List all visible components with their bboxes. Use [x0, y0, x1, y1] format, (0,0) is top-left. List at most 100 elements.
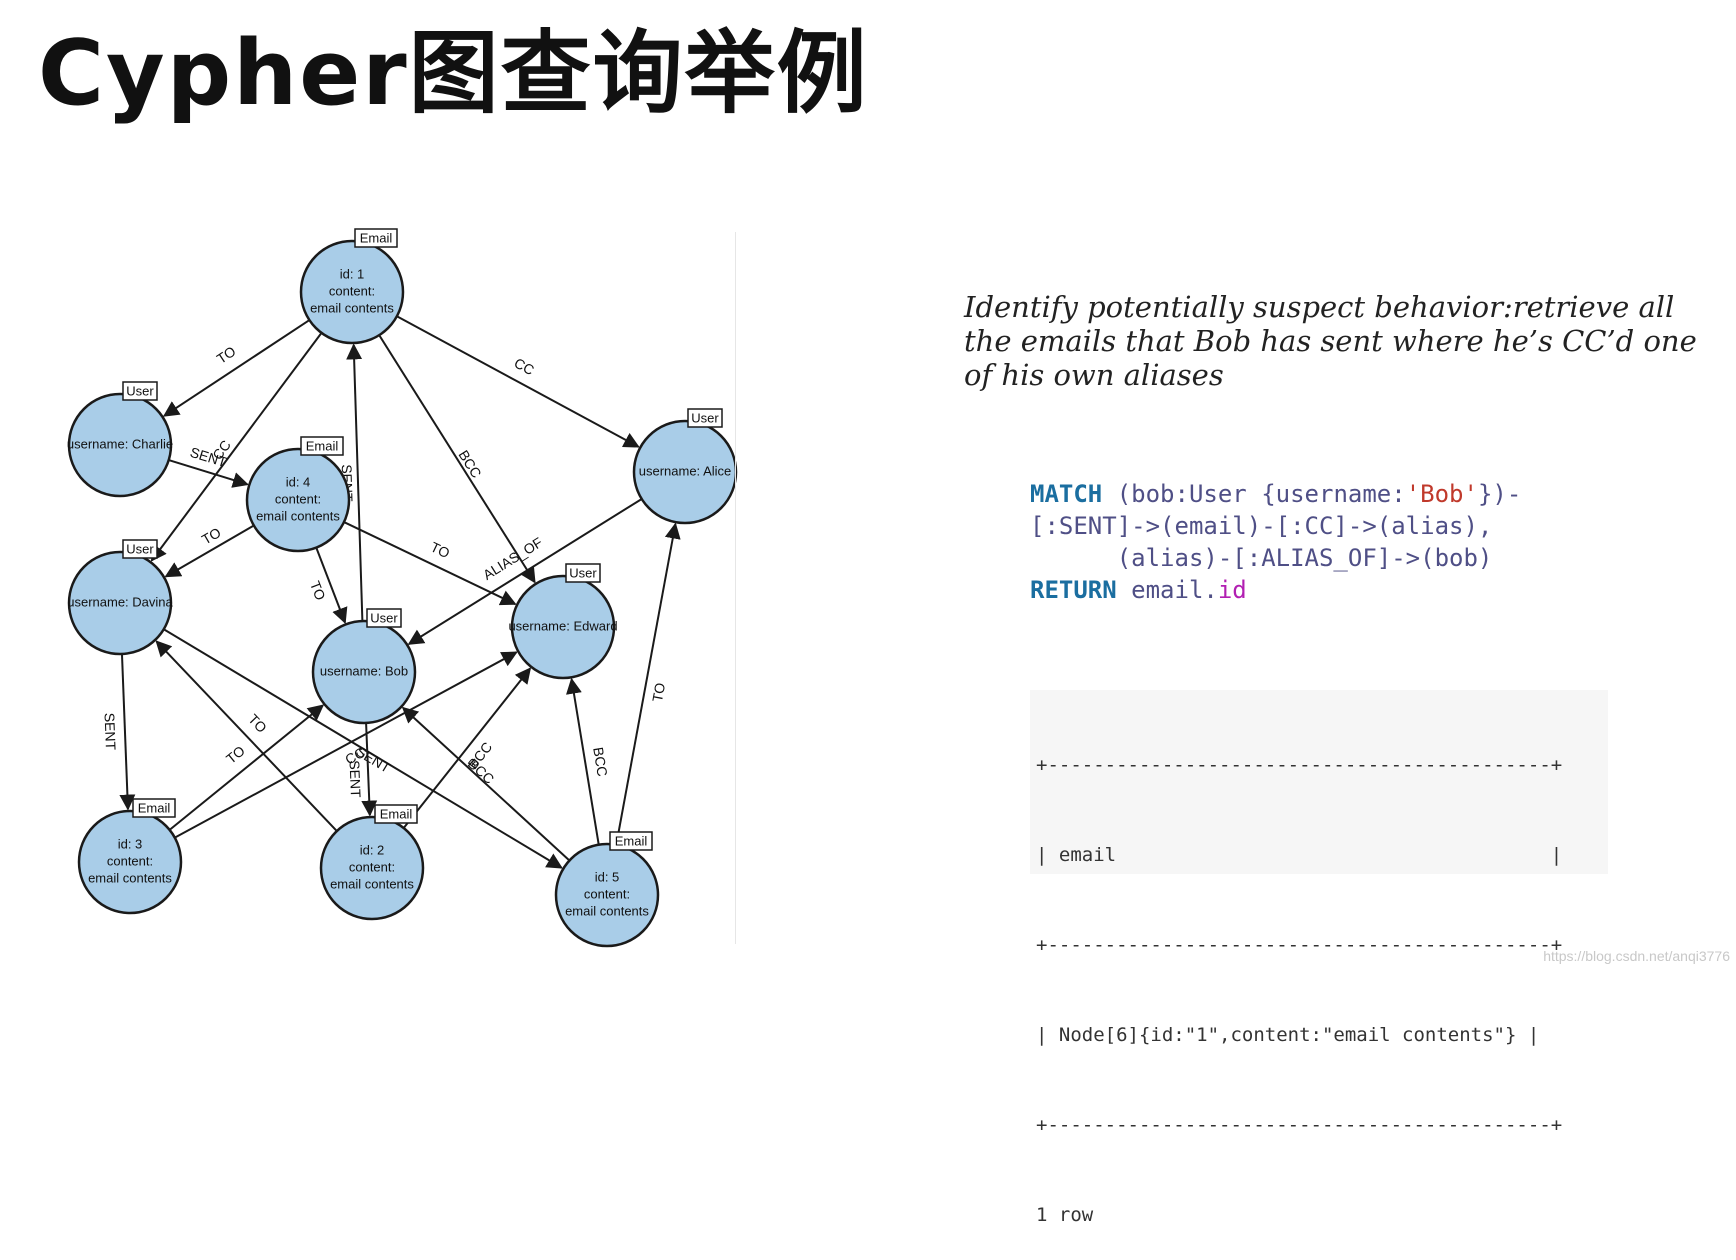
edge-email2-edward: [402, 667, 532, 829]
edge-bob-email2: [361, 722, 378, 817]
node-tag-box-email4: [300, 436, 344, 456]
node-text-email5-1: content:: [584, 886, 630, 901]
node-text-email5-2: email contents: [565, 903, 649, 918]
edge-email4-edward: [343, 521, 517, 606]
edge-email1-edward: [378, 334, 536, 584]
node-tag-box-charlie: [122, 381, 158, 401]
node-text-email1-1: content:: [329, 283, 375, 298]
edge-label-email4-bob: TO: [307, 579, 329, 603]
node-text-email3-2: email contents: [88, 870, 172, 885]
edge-label-email3-bob: TO: [223, 742, 248, 767]
node-tag-email1: Email: [360, 230, 393, 245]
node-tag-email4: Email: [306, 438, 339, 453]
graph-diagram: TOCCCCBCCSENTSENTTOTOTOALIAS_OFSENTSENTS…: [67, 228, 738, 948]
node-text-email1-0: id: 1: [340, 266, 365, 281]
node-tag-charlie: User: [126, 383, 154, 398]
node-tag-box-email2: [374, 804, 418, 824]
query-line-4a: email.: [1116, 576, 1218, 604]
node-tag-alice: User: [691, 410, 719, 425]
edge-label-email2-davina: TO: [245, 711, 270, 736]
node-circle-email2: [319, 815, 425, 921]
node-tag-box-email3: [132, 798, 176, 818]
edge-label-email1-alice: CC: [512, 355, 537, 379]
node-circle-alice: [632, 419, 738, 525]
query-line-3: (alias)-[:ALIAS_OF]->(bob): [1030, 544, 1493, 572]
edge-label-email1-charlie: TO: [214, 343, 239, 367]
node-text-email1-2: email contents: [310, 300, 394, 315]
node-circle-email5: [554, 842, 660, 948]
node-circle-email3: [77, 809, 183, 915]
node-email1: id: 1 content: email contents Email: [299, 228, 405, 345]
edge-email5-bob: [401, 706, 571, 862]
edge-label-email4-edward: TO: [428, 539, 452, 562]
edge-label-email5-edward: BCC: [590, 746, 611, 778]
node-text-email2-2: email contents: [330, 876, 414, 891]
node-tag-box-email1: [354, 228, 398, 248]
edge-davina-email5: [163, 628, 563, 869]
edge-alice-bob: [407, 498, 643, 645]
node-text-bob-0: username: Bob: [320, 663, 408, 678]
node-bob: username: Bob User: [311, 608, 417, 725]
node-circle-charlie: [67, 392, 173, 498]
edge-email1-alice: [396, 315, 640, 448]
panel-divider: [735, 232, 736, 944]
cypher-query: MATCH (bob:User {username:'Bob'})- [:SEN…: [1030, 478, 1521, 606]
node-alice: username: Alice User: [632, 408, 738, 525]
node-text-email3-1: content:: [107, 853, 153, 868]
node-text-email5-0: id: 5: [595, 869, 620, 884]
result-border-bottom: +---------------------------------------…: [1036, 1114, 1563, 1136]
edge-label-email5-alice: TO: [649, 681, 668, 703]
watermark: https://blog.csdn.net/anqi3776: [1543, 948, 1730, 964]
node-tag-bob: User: [370, 610, 398, 625]
node-text-alice-0: username: Alice: [639, 463, 732, 478]
result-border-top: +---------------------------------------…: [1036, 754, 1563, 776]
result-header: | email |: [1036, 844, 1563, 866]
edge-label-alice-bob: ALIAS_OF: [480, 534, 545, 583]
page-title: Cypher图查询举例: [38, 21, 869, 126]
node-tag-davina: User: [126, 541, 154, 556]
result-row: | Node[6]{id:"1",content:"email contents…: [1036, 1024, 1540, 1046]
edge-email5-edward: [566, 677, 600, 845]
query-line-1a: (bob:User {username:: [1102, 480, 1406, 508]
edge-davina-email3: [119, 653, 136, 811]
query-description: Identify potentially suspect behavior:re…: [964, 290, 1697, 392]
node-text-edward-0: username: Edward: [508, 618, 617, 633]
query-string-bob: 'Bob': [1405, 480, 1478, 508]
query-line-1b: })-: [1477, 480, 1522, 508]
node-circle-bob: [311, 619, 417, 725]
result-footer: 1 row: [1036, 1204, 1094, 1226]
edge-email1-charlie: [162, 319, 310, 417]
keyword-match: MATCH: [1030, 480, 1103, 508]
node-edward: username: Edward User: [508, 563, 618, 680]
edge-email4-davina: [164, 524, 255, 578]
query-line-2: [:SENT]->(email)-[:CC]->(alias),: [1030, 512, 1493, 540]
node-tag-box-edward: [565, 563, 601, 583]
node-circle-email1: [299, 239, 405, 345]
edge-charlie-email4: [168, 459, 249, 488]
node-tag-box-email5: [609, 831, 653, 851]
query-prop-id: id: [1217, 576, 1247, 604]
node-tag-box-davina: [122, 539, 158, 559]
node-text-email4-1: content:: [275, 491, 321, 506]
node-circle-davina: [67, 550, 173, 656]
node-tag-edward: User: [569, 565, 597, 580]
node-tag-email2: Email: [380, 806, 413, 821]
edge-email2-davina: [155, 640, 338, 832]
edge-label-bob-email2: SENT: [347, 760, 365, 798]
edge-email1-davina: [150, 332, 323, 562]
edge-email5-alice: [615, 522, 681, 846]
edge-email4-bob: [315, 547, 348, 625]
query-result-table: +---------------------------------------…: [1030, 690, 1608, 1226]
edge-label-davina-email3: SENT: [102, 712, 119, 750]
node-tag-email3: Email: [138, 800, 171, 815]
result-border-mid: +---------------------------------------…: [1036, 934, 1563, 956]
node-text-email2-0: id: 2: [360, 842, 385, 857]
keyword-return: RETURN: [1030, 576, 1117, 604]
edge-email3-bob: [168, 704, 325, 831]
node-text-email4-2: email contents: [256, 508, 340, 523]
